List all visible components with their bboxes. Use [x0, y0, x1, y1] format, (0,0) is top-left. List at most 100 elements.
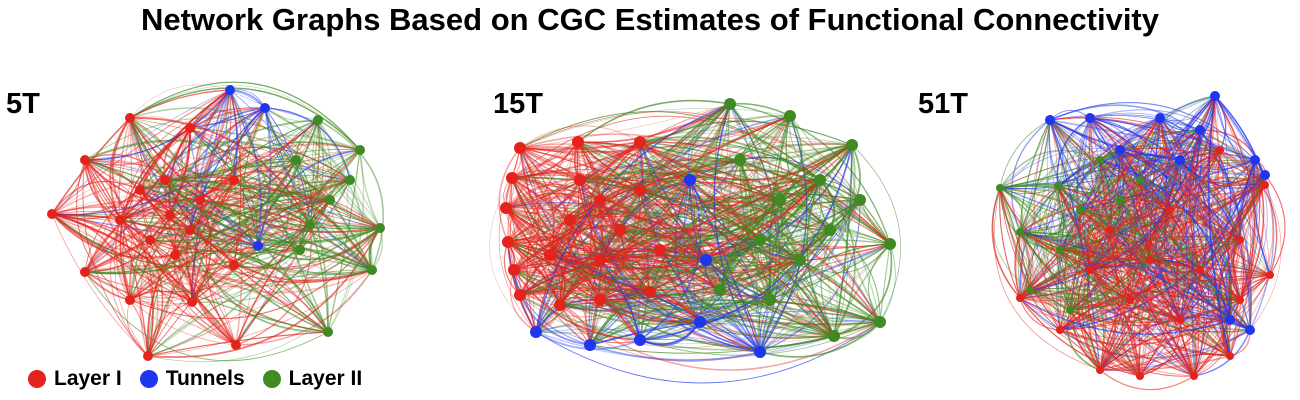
node-layer-1: [135, 185, 145, 195]
node-layer-1: [80, 267, 90, 277]
node-tunnel: [1210, 91, 1220, 101]
node-tunnel: [700, 254, 712, 266]
node-layer-1: [634, 136, 646, 148]
node-layer-1: [594, 254, 606, 266]
node-layer-2: [323, 327, 333, 337]
node-layer-1: [1266, 271, 1274, 279]
node-layer-1: [80, 155, 90, 165]
node-layer-1: [634, 184, 646, 196]
legend-swatch-layer-1: [28, 370, 46, 388]
node-layer-1: [229, 175, 239, 185]
panel-label-51t: 51T: [918, 88, 968, 120]
node-tunnel: [584, 339, 596, 351]
node-layer-1: [187, 297, 197, 307]
node-layer-1: [1236, 236, 1244, 244]
node-layer-1: [1086, 266, 1094, 274]
node-tunnel: [530, 326, 542, 338]
network-graph-15t: [489, 98, 901, 384]
node-layer-2: [714, 284, 726, 296]
node-layer-2: [345, 175, 355, 185]
edges: [489, 99, 901, 384]
node-layer-1: [654, 244, 666, 256]
node-layer-1: [1261, 181, 1269, 189]
node-tunnel: [1250, 155, 1260, 165]
node-layer-1: [1126, 296, 1134, 304]
node-layer-2: [1096, 156, 1104, 164]
legend-label-layer-2: Layer II: [288, 367, 363, 390]
network-graph-5t: [47, 81, 385, 362]
node-tunnel: [1260, 170, 1270, 180]
legend-swatch-layer-2: [262, 370, 281, 388]
node-layer-1: [500, 202, 512, 214]
node-layer-1: [1216, 146, 1224, 154]
node-layer-1: [564, 214, 576, 226]
node-layer-2: [1056, 246, 1064, 254]
node-layer-2: [1136, 176, 1144, 184]
node-layer-1: [1136, 372, 1144, 380]
node-layer-1: [1106, 226, 1114, 234]
node-tunnel: [1195, 125, 1205, 135]
node-layer-2: [1026, 286, 1034, 294]
node-tunnel: [1245, 325, 1255, 335]
node-tunnel: [1085, 113, 1095, 123]
node-layer-1: [143, 351, 153, 361]
node-layer-2: [764, 294, 776, 306]
panel-label-15t: 15T: [493, 88, 543, 120]
node-tunnel: [1045, 115, 1055, 125]
legend-item-layer-1: Layer I: [28, 367, 122, 391]
node-layer-2: [1116, 196, 1124, 204]
node-layer-1: [185, 123, 195, 133]
node-layer-2: [996, 184, 1004, 192]
node-tunnel: [260, 103, 270, 113]
legend-swatch-tunnels: [139, 370, 158, 388]
node-layer-1: [1016, 294, 1024, 302]
node-layer-1: [1146, 256, 1154, 264]
node-layer-1: [506, 172, 518, 184]
node-layer-1: [1166, 206, 1174, 214]
legend-label-layer-1: Layer I: [54, 367, 122, 390]
node-layer-2: [884, 238, 896, 250]
node-layer-2: [774, 194, 786, 206]
node-layer-2: [1016, 228, 1024, 236]
node-tunnel: [1175, 155, 1185, 165]
node-tunnel: [694, 316, 706, 328]
network-graph-51t: [991, 91, 1286, 391]
node-layer-2: [375, 223, 385, 233]
node-layer-2: [734, 154, 746, 166]
node-layer-2: [1076, 206, 1084, 214]
node-layer-1: [125, 113, 135, 123]
node-layer-1: [644, 286, 656, 298]
node-layer-2: [295, 245, 305, 255]
node-layer-1: [165, 210, 175, 220]
node-layer-2: [355, 145, 365, 155]
node-layer-1: [185, 225, 195, 235]
node-layer-2: [824, 224, 836, 236]
node-layer-1: [554, 299, 566, 311]
node-tunnel: [225, 85, 235, 95]
node-tunnel: [1115, 145, 1125, 155]
node-layer-2: [794, 254, 806, 266]
node-layer-1: [1190, 372, 1198, 380]
node-layer-2: [305, 220, 315, 230]
edges: [51, 81, 385, 362]
node-layer-1: [544, 249, 556, 261]
node-layer-1: [145, 235, 155, 245]
figure-title: Network Graphs Based on CGC Estimates of…: [140, 2, 1159, 37]
node-layer-1: [47, 209, 57, 219]
node-layer-1: [1176, 316, 1184, 324]
node-layer-2: [1066, 306, 1074, 314]
node-tunnel: [253, 241, 263, 251]
node-layer-2: [291, 155, 301, 165]
node-layer-1: [614, 224, 626, 236]
node-layer-1: [1056, 326, 1064, 334]
node-layer-1: [1096, 366, 1104, 374]
node-layer-1: [1226, 352, 1234, 360]
node-layer-2: [1054, 182, 1062, 190]
node-layer-1: [572, 136, 584, 148]
panel-label-5t: 5T: [6, 88, 40, 120]
node-layer-2: [814, 174, 826, 186]
node-layer-1: [160, 175, 170, 185]
node-layer-2: [724, 98, 736, 110]
node-layer-1: [170, 250, 180, 260]
